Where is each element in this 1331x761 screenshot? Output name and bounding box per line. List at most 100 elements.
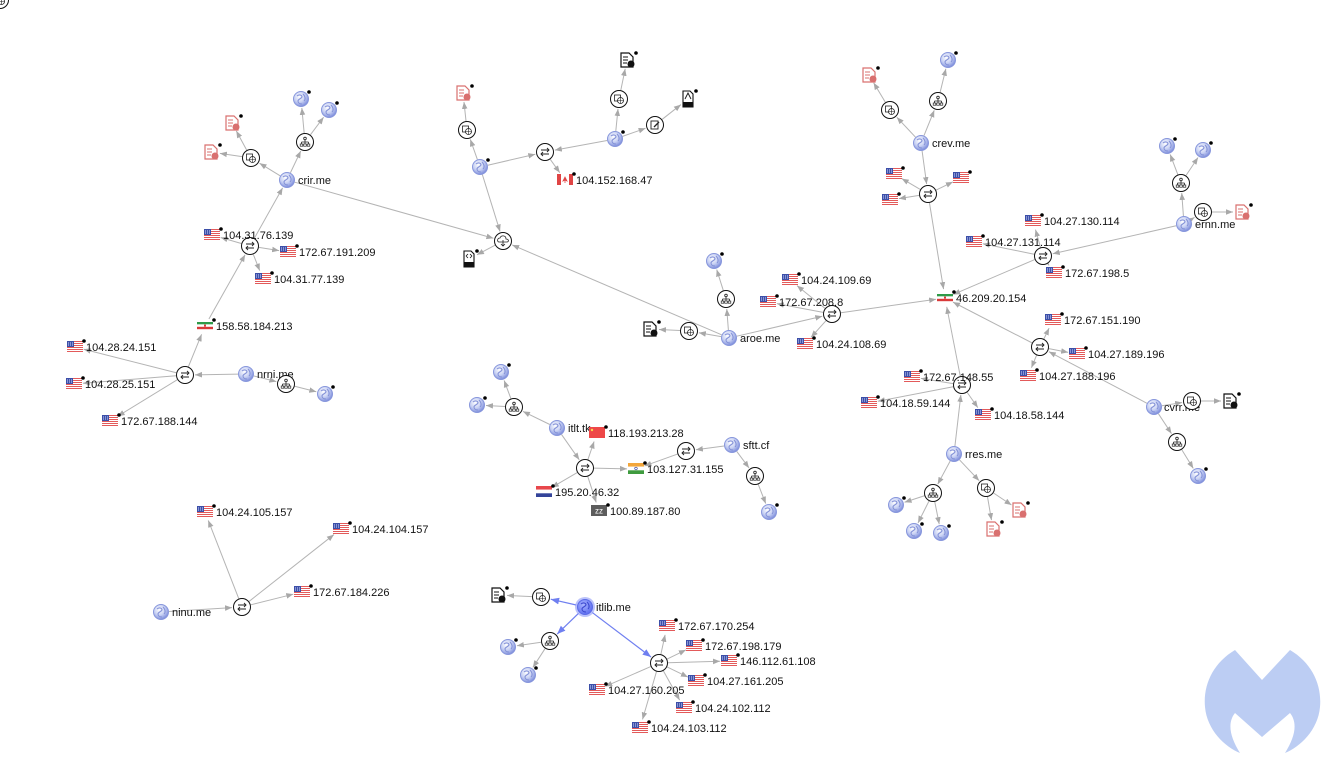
edge-crev_res-to-crev_ip3[interactable]: [898, 194, 920, 201]
edge-sftt-to-sftt_hier[interactable]: [736, 451, 750, 469]
edge-aroe_dns-to-aroe_doc[interactable]: [658, 327, 681, 333]
graph-node-html-file[interactable]: [463, 249, 479, 268]
graph-node-hierarchy-transform[interactable]: [717, 290, 735, 308]
edge-itlib_res-to-ip_172_67_198_179[interactable]: [666, 649, 687, 660]
graph-node-ip-us[interactable]: 104.18.58.144: [975, 407, 1064, 422]
graph-node-ip-us[interactable]: 104.27.130.114: [1025, 213, 1120, 228]
graph-node-resolve-transform[interactable]: [677, 442, 695, 460]
graph-node-dns-transform[interactable]: [1194, 203, 1212, 221]
graph-node-domain[interactable]: crir.me: [279, 172, 332, 188]
edge-itlt-to-itlt_hier[interactable]: [522, 410, 551, 425]
edge-itlib_res-to-ip_104_24_103_112[interactable]: [641, 671, 657, 720]
graph-node-resolve-transform[interactable]: [650, 654, 668, 672]
edge-crev-to-crev_dns[interactable]: [896, 116, 916, 138]
graph-node-domain[interactable]: ninu.me: [153, 604, 212, 620]
edge-itlt_res-to-ip_103_127_31_155[interactable]: [593, 465, 628, 472]
edge-cw_a_web-to-cw_a_doc[interactable]: [461, 101, 468, 122]
edge-crir_res-to-ip_104_31_77_139[interactable]: [252, 254, 261, 271]
graph-node-resolve-transform[interactable]: [1031, 338, 1049, 356]
graph-node-resolve-transform[interactable]: [241, 237, 259, 255]
edge-rres_res-to-ip_172_67_148_55[interactable]: [920, 376, 954, 385]
edge-rres_hier-to-rres_d1[interactable]: [904, 495, 925, 503]
edge-ernn-to-ernn_res[interactable]: [1052, 225, 1177, 255]
edge-rres_web-to-rres_doc2[interactable]: [987, 496, 994, 521]
graph-node-domain[interactable]: [293, 90, 311, 107]
edge-rres-to-rres_web[interactable]: [959, 459, 980, 482]
graph-node-document-black[interactable]: [491, 586, 509, 603]
graph-node-domain[interactable]: [888, 496, 906, 513]
edge-ninu-to-ninu_res[interactable]: [168, 605, 233, 613]
graph-node-domain[interactable]: aroe.me: [721, 330, 781, 346]
graph-node-ip-ir[interactable]: 46.209.20.154: [937, 290, 1026, 305]
graph-node-ip-us[interactable]: 104.24.109.69: [782, 272, 871, 287]
graph-node-ip-us[interactable]: 104.24.103.112: [632, 720, 727, 735]
edge-itlt-to-itlt_res[interactable]: [561, 434, 580, 461]
edge-rres_hier-to-rres_d3[interactable]: [934, 501, 941, 525]
edge-cw_b_dns-to-cw_b_doc[interactable]: [620, 68, 627, 91]
graph-node-resolve-transform[interactable]: [233, 598, 251, 616]
graph-node-domain[interactable]: [469, 396, 487, 413]
edge-nrni_res-to-ip_172_67_188_144[interactable]: [117, 379, 178, 417]
edge-ernn_res-to-ip_104_27_131_114[interactable]: [982, 242, 1035, 255]
graph-node-ip-us[interactable]: 104.24.102.112: [676, 700, 771, 715]
graph-node-dns-transform[interactable]: [242, 149, 260, 167]
edge-cw_b-to-cw_b_dns[interactable]: [614, 108, 621, 132]
graph-node-ip-us[interactable]: [953, 170, 972, 183]
graph-node-domain[interactable]: itlt.tk: [549, 420, 592, 436]
graph-node-ip-us[interactable]: 104.27.131.114: [966, 234, 1061, 249]
edge-rres_web-to-rres_doc1[interactable]: [993, 492, 1012, 506]
graph-node-ip-us[interactable]: 104.31.77.139: [255, 271, 344, 286]
graph-node-ip-us[interactable]: 172.67.198.179: [686, 638, 781, 653]
graph-node-hierarchy-transform[interactable]: [1172, 174, 1190, 192]
edge-ernn_res-to-ip_46_209_20_154[interactable]: [953, 259, 1035, 295]
graph-node-ip-us[interactable]: 104.18.59.144: [861, 395, 950, 410]
edge-cloud_hub-to-html_file[interactable]: [476, 244, 496, 256]
edge-itlib_res-to-ip_104_24_102_112[interactable]: [662, 670, 681, 701]
graph-node-document-black[interactable]: [620, 51, 638, 68]
graph-node-resolve-transform[interactable]: [919, 185, 937, 203]
edge-cw_b-to-cw_res[interactable]: [554, 139, 608, 152]
edge-aroe-to-aroe_hier[interactable]: [724, 308, 731, 331]
edge-nrni_res-to-ip_104_28_25_151[interactable]: [82, 375, 177, 386]
graph-node-ip-us[interactable]: 172.67.184.226: [294, 584, 389, 599]
graph-node-ip-nl[interactable]: 195.20.46.32: [536, 484, 619, 499]
edge-cw_b_edit-to-cw_b_pdf[interactable]: [661, 104, 682, 120]
edge-itlib-to-itlib_web[interactable]: [550, 597, 577, 606]
edge-nrni_res-to-ip_104_28_24_151[interactable]: [83, 348, 177, 374]
graph-node-domain[interactable]: [321, 101, 339, 118]
graph-node-domain[interactable]: [1190, 467, 1208, 484]
edge-cvrr_res-to-ip_104_27_188_196[interactable]: [1030, 355, 1038, 368]
edge-ernn_res-to-ip_104_27_130_114[interactable]: [1034, 229, 1042, 248]
graph-node-pdf-file[interactable]: [682, 89, 698, 108]
edge-crir-to-crir_hier[interactable]: [289, 150, 302, 173]
edge-itlib_res-to-ip_104_27_161_205[interactable]: [666, 666, 689, 678]
graph-node-ip-us[interactable]: 104.27.160.205: [589, 682, 684, 697]
graph-node-document-red[interactable]: [456, 84, 474, 101]
edge-crir_hier-to-crir_d2[interactable]: [309, 116, 325, 136]
graph-node-domain[interactable]: [520, 666, 538, 683]
graph-node-domain[interactable]: [493, 363, 511, 380]
edge-ernn_res-to-ip_172_67_198_5[interactable]: [1042, 258, 1050, 266]
graph-node-dns-transform[interactable]: [881, 101, 899, 119]
graph-node-ip-ir[interactable]: 158.58.184.213: [197, 318, 292, 333]
graph-node-domain[interactable]: [706, 252, 724, 269]
graph-node-resolve-transform[interactable]: [953, 376, 971, 394]
edge-itlt_res-to-ip_100_89_187_80[interactable]: [587, 476, 597, 503]
edge-crev-to-crev_hier[interactable]: [923, 110, 935, 136]
graph-node-domain[interactable]: [317, 385, 335, 402]
edge-aroe_hier-to-aroe_d1[interactable]: [716, 269, 724, 291]
graph-node-hierarchy-transform[interactable]: [1168, 433, 1186, 451]
graph-node-domain[interactable]: [607, 130, 625, 147]
graph-node-hierarchy-transform[interactable]: [929, 92, 947, 110]
edge-ernn_hier-to-ernn_d2[interactable]: [1185, 157, 1199, 176]
graph-node-hierarchy-transform[interactable]: [296, 133, 314, 151]
graph-node-ip-us[interactable]: 104.24.105.157: [197, 504, 292, 519]
edge-aroe_res-to-ip_46_209_20_154[interactable]: [840, 297, 937, 314]
graph-node-hierarchy-transform[interactable]: [505, 398, 523, 416]
edge-aroe_res-to-ip_172_67_208_8[interactable]: [776, 302, 824, 313]
graph-node-ip-ca[interactable]: 104.152.168.47: [557, 172, 652, 187]
graph-node-domain[interactable]: rres.me: [946, 446, 1003, 462]
edge-ernn_hier-to-ernn_d1[interactable]: [1169, 154, 1179, 175]
graph-node-web-transform[interactable]: [532, 588, 550, 606]
